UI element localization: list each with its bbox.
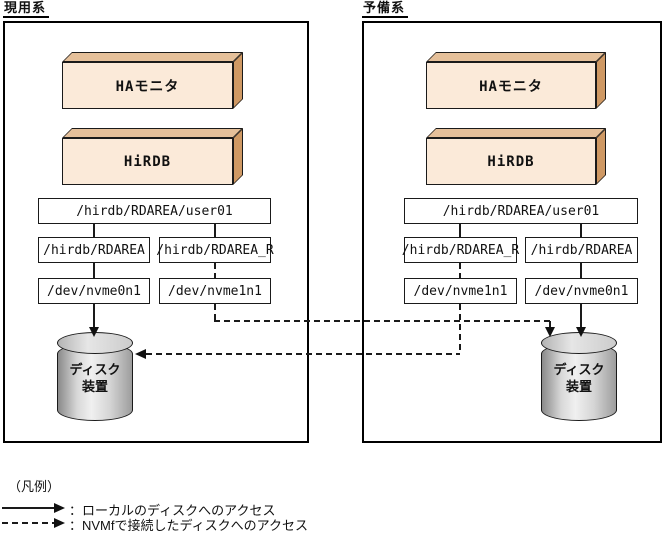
nvmf-path-active-horizontal [214,320,550,322]
disk-label-line1: ディスク [553,362,605,377]
disk-label-line1: ディスク [69,362,121,377]
box-side-face [233,52,243,109]
dashed-connector-rdarea-r-to-device-active [214,263,216,278]
ha-monitor-box-standby: HAモニタ [426,52,606,109]
rdarea-r-box-standby: /hirdb/RDAREA_R [402,237,519,263]
arrowhead-right-icon [54,503,65,513]
connector-file-to-rdarea-active [93,224,95,237]
dashed-connector-rdarea-r-to-device-standby [459,263,461,278]
box-front-face: HiRDB [62,138,233,185]
local-access-arrow-line-standby [580,304,582,328]
connector-file-to-rdarea-r-standby [459,224,461,237]
connector-file-to-rdarea-r-active [214,224,216,237]
device-box-active-local: /dev/nvme0n1 [38,278,150,304]
box-top-face [426,52,606,62]
local-access-arrow-line-active [93,304,95,328]
disk-label-line2: 装置 [81,379,108,394]
arrowhead-down-icon [545,327,555,337]
disk-body [57,343,133,421]
disk-cylinder-standby: ディスク 装置 [541,332,617,421]
hirdb-box-active: HiRDB [62,128,243,185]
hirdb-box-standby: HiRDB [426,128,606,185]
ha-monitor-box-active: HAモニタ [62,52,243,109]
connector-file-to-rdarea-standby [580,224,582,237]
disk-label: ディスク 装置 [541,361,617,395]
box-top-face [62,52,243,62]
box-top-face [426,128,606,138]
box-front-face: HAモニタ [62,62,233,109]
rdarea-r-box-active: /hirdb/RDAREA_R [156,237,274,263]
box-side-face [596,128,606,185]
disk-cylinder-active: ディスク 装置 [57,332,133,421]
box-side-face [596,52,606,109]
box-top-face [62,128,243,138]
arrowhead-right-icon [54,518,65,528]
box-front-face: HiRDB [426,138,596,185]
disk-label-line2: 装置 [565,379,592,394]
legend-dashed-line [2,522,54,524]
connector-rdarea-to-device-active [93,263,95,278]
arrowhead-left-icon [135,349,146,359]
nvmf-path-standby-vertical [459,304,461,354]
active-system-panel [3,21,309,443]
device-box-standby-local: /dev/nvme0n1 [525,278,638,304]
rdarea-file-box-standby: /hirdb/RDAREA/user01 [404,198,638,224]
active-system-label: 現用系 [3,1,50,18]
standby-system-panel [362,21,662,443]
legend-solid-line [2,507,54,509]
legend-title: （凡例） [8,479,61,494]
arrowhead-down-icon [89,327,99,337]
device-box-standby-remote: /dev/nvme1n1 [404,278,517,304]
rdarea-box-standby: /hirdb/RDAREA [525,237,638,263]
legend-item-nvmf-access: ：NVMfで接続したディスクへのアクセス [69,518,308,533]
box-side-face [233,128,243,185]
device-box-active-remote: /dev/nvme1n1 [159,278,271,304]
arrowhead-down-icon [576,327,586,337]
nvmf-path-standby-horizontal [146,353,460,355]
legend-item-local-access: ：ローカルのディスクへのアクセス [69,503,276,518]
box-front-face: HAモニタ [426,62,596,109]
nvmf-path-active-drop [549,321,551,328]
disk-label: ディスク 装置 [57,361,133,395]
rdarea-file-box-active: /hirdb/RDAREA/user01 [38,198,271,224]
rdarea-box-active: /hirdb/RDAREA [38,237,150,263]
connector-rdarea-to-device-standby [580,263,582,278]
nvmf-path-active-vertical [214,304,216,321]
standby-system-label: 予備系 [362,1,409,18]
